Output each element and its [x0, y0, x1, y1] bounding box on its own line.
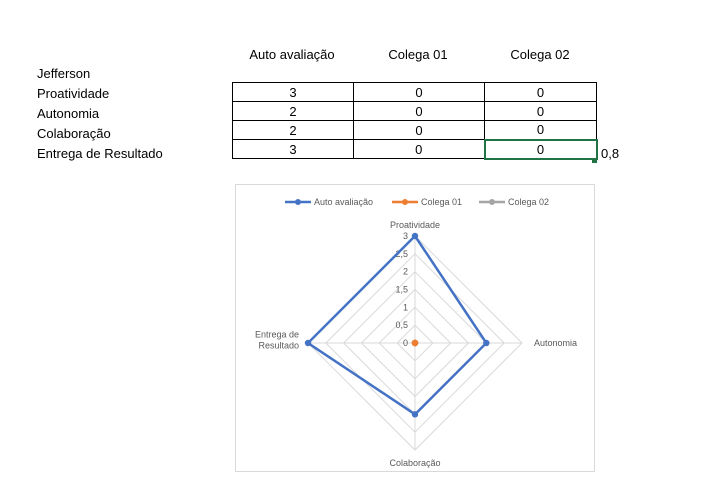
column-header-colega-01[interactable]: Colega 01	[388, 47, 448, 62]
legend-label: Colega 02	[508, 197, 549, 207]
tick-label: 2	[403, 267, 408, 277]
tick-label: 2,5	[395, 249, 408, 259]
tick-label: 1,5	[395, 285, 408, 295]
table-cell[interactable]: 3	[232, 139, 354, 159]
table-cell[interactable]: 0	[353, 82, 485, 102]
fill-handle[interactable]	[592, 158, 597, 163]
series-marker	[411, 232, 419, 240]
column-header-colega-02[interactable]: Colega 02	[510, 47, 570, 62]
employee-name-cell[interactable]: Jefferson	[37, 66, 91, 81]
legend-marker	[402, 199, 408, 205]
table-row: 3 0 0	[232, 138, 598, 160]
category-label: Autonomia	[534, 338, 577, 348]
table-cell[interactable]: 0	[353, 120, 485, 140]
table-cell[interactable]: 0	[353, 101, 485, 121]
table-cell[interactable]: 0	[484, 120, 597, 140]
tick-label: 0	[403, 338, 408, 348]
table-row: 2 0 0	[232, 120, 597, 140]
radar-chart-canvas: 0 0,5 1 1,5 2 2,5 3ProatividadeAutonomiaColabo…	[255, 197, 577, 468]
category-label: Resultado	[258, 341, 299, 351]
series-marker	[483, 339, 490, 347]
row-label-colaboracao[interactable]: Colaboração	[37, 126, 111, 141]
legend-label: Auto avaliação	[314, 197, 373, 207]
legend-marker	[489, 199, 495, 205]
table-cell[interactable]: 2	[232, 120, 354, 140]
category-label: Proatividade	[390, 220, 440, 230]
legend-label: Colega 01	[421, 197, 462, 207]
category-label: Entrega de	[255, 330, 299, 340]
tick-label: 1	[403, 302, 408, 312]
table-cell[interactable]: 0	[484, 82, 597, 102]
row-label-proatividade[interactable]: Proatividade	[37, 86, 110, 101]
table-cell[interactable]: 0	[353, 139, 485, 159]
column-header-auto-avaliacao[interactable]: Auto avaliação	[249, 47, 335, 62]
category-label: Colaboração	[389, 458, 440, 468]
row-label-autonomia[interactable]: Autonomia	[37, 106, 100, 121]
series-marker	[411, 339, 419, 347]
table-cell[interactable]: 3	[232, 82, 354, 102]
series-marker	[411, 411, 419, 418]
table-cell[interactable]: 2	[232, 101, 354, 121]
tick-label: 3	[403, 231, 408, 241]
tick-label: 0,5	[395, 320, 408, 330]
score-table: 3 0 0 2 0 0 2 0 0 3 0 0	[232, 82, 598, 160]
legend-marker	[295, 199, 301, 205]
table-row: 2 0 0	[232, 101, 597, 121]
table-cell[interactable]: 0	[484, 101, 597, 121]
selected-cell[interactable]: 0	[483, 138, 598, 160]
table-row: 3 0 0	[232, 82, 597, 102]
series-marker	[304, 339, 312, 347]
side-value-cell[interactable]: 0,8	[601, 146, 620, 161]
row-label-entrega-de-resultado[interactable]: Entrega de Resultado	[37, 146, 163, 161]
